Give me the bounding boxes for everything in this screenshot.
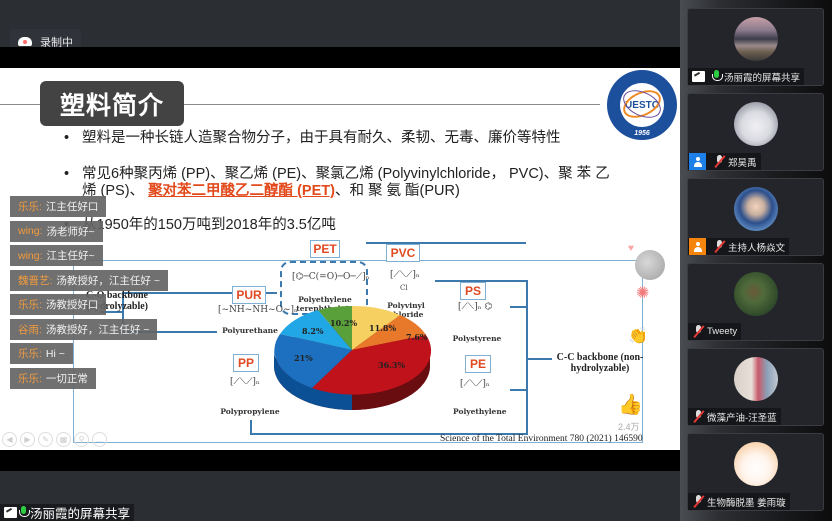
tag-pvc: PVC: [386, 244, 420, 262]
mic-on-icon: [19, 506, 30, 519]
label-pvc: Polyvinyl chloride: [387, 301, 425, 319]
label-ps: Polystyrene: [452, 334, 502, 343]
screen-share-label: 汤丽霞的屏幕共享: [0, 504, 135, 521]
letterbox-top: [0, 47, 680, 68]
avatar: [734, 442, 778, 486]
main-stage: 录制中 塑料简介 UESTC 1956 塑料是一种长链人造聚合物分子，由于具有耐…: [0, 0, 680, 521]
avatar: [734, 17, 778, 61]
avatar: [734, 102, 778, 146]
mic-muted-icon: [693, 325, 704, 338]
pet-highlight: 聚对苯二甲酸乙二醇酯 (PET): [148, 183, 335, 199]
like-count: 2.4万: [618, 422, 640, 432]
grid-icon[interactable]: ▦: [56, 432, 71, 447]
participant-name: 主持人杨焱文: [728, 242, 786, 254]
chat-message: 乐乐:江主任好口: [10, 196, 107, 217]
backbone-left-label: C-O backbone (hydrolyzable): [85, 290, 149, 312]
participant-tile[interactable]: Tweety: [687, 263, 824, 341]
zoom-icon[interactable]: ⚲: [74, 432, 89, 447]
participant-name: 郑昊禹: [728, 157, 757, 169]
title-divider: [0, 104, 600, 105]
heart-hand-icon: ♥: [628, 243, 634, 254]
bullet-list: 塑料是一种长链人造聚合物分子，由于具有耐久、柔韧、无毒、廉价等特性 常见6种聚丙…: [60, 130, 620, 234]
tag-pur: PUR: [232, 286, 266, 304]
participant-tile[interactable]: 汤丽霞的屏幕共享: [687, 8, 824, 86]
participant-tile[interactable]: 微藻产油-汪圣蓝: [687, 348, 824, 426]
avatar: [734, 272, 778, 316]
screen-share-icon: [692, 71, 705, 82]
tag-ps: PS: [460, 282, 486, 300]
letterbox-bottom: [0, 450, 680, 471]
participant-name: Tweety: [707, 326, 738, 337]
pie-chart: 10.2% 11.8% 7.6% 36.3% 21% 8.2%: [272, 304, 432, 429]
participant-sidebar: 汤丽霞的屏幕共享 郑昊禹 主持人杨焱文 Tweety: [680, 0, 832, 521]
firework-icon: ✺: [636, 285, 650, 302]
prev-icon[interactable]: ◀: [2, 432, 17, 447]
backbone-right-label: C-C backbone (non-hydrolyzable): [556, 352, 644, 374]
clap-icon: 👏: [628, 328, 648, 345]
host-icon: [689, 238, 706, 255]
pie-label-pvc: 11.8%: [369, 323, 397, 333]
participant-name: 汤丽霞的屏幕共享: [724, 72, 801, 84]
mic-muted-icon: [714, 240, 725, 253]
member-icon: [689, 153, 706, 170]
tag-pp: PP: [233, 354, 259, 372]
chat-message: 乐乐:一切正常: [10, 367, 96, 389]
mic-muted-icon: [714, 155, 725, 168]
reaction-avatar: [635, 250, 665, 280]
next-icon[interactable]: ▶: [20, 432, 35, 447]
chat-message: wing:江主任好~: [10, 245, 103, 266]
tag-pet: PET: [310, 240, 340, 258]
chat-message: 乐乐:汤教授好口: [10, 294, 107, 315]
chat-message: wing:汤老师好~: [10, 220, 103, 242]
cloud-record-icon: [18, 37, 32, 46]
participant-name: 生物酶脱墨 姜雨璇: [707, 497, 786, 509]
shared-slide: 塑料简介 UESTC 1956 塑料是一种长链人造聚合物分子，由于具有耐久、柔韧…: [0, 68, 680, 450]
chat-message: 谷雨:汤教授好，江主任好 ~: [10, 318, 158, 340]
label-pp: Polypropylene: [220, 407, 280, 416]
pie-label-pet: 10.2%: [330, 318, 358, 328]
like-button[interactable]: 👍: [618, 394, 643, 416]
label-pe: Polyethylene: [453, 407, 507, 416]
label-pur: Polyurethane: [222, 326, 278, 335]
pie-label-pur: 8.2%: [302, 326, 324, 336]
chat-overlay: 乐乐:江主任好口 wing:汤老师好~ wing:江主任好~ 魏晋艺:汤教授好，…: [10, 196, 168, 392]
chat-message: 魏晋艺:汤教授好，江主任好 ~: [10, 269, 168, 291]
pie-label-ps: 7.6%: [406, 332, 428, 342]
logo-year: 1956: [634, 130, 650, 137]
participant-tile[interactable]: 主持人杨焱文: [687, 178, 824, 256]
tag-pe: PE: [465, 355, 491, 373]
uestc-logo: UESTC 1956: [607, 70, 677, 140]
screen-share-icon: [4, 507, 17, 518]
pen-icon[interactable]: ✎: [38, 432, 53, 447]
more-icon[interactable]: …: [92, 432, 107, 447]
participant-name: 微藻产油-汪圣蓝: [707, 412, 777, 424]
slide-title: 塑料简介: [40, 81, 184, 126]
chat-message: 乐乐:Hi ~: [10, 343, 73, 364]
mic-muted-icon: [693, 410, 704, 423]
slide-controls: ◀ ▶ ✎ ▦ ⚲ …: [2, 432, 107, 447]
avatar: [734, 357, 778, 401]
recording-label: 录制中: [40, 36, 73, 49]
mic-on-icon: [712, 70, 723, 83]
participant-tile[interactable]: 郑昊禹: [687, 93, 824, 171]
citation: Science of the Total Environment 780 (20…: [440, 434, 643, 444]
diagram-frame: [73, 260, 643, 443]
avatar: [734, 187, 778, 231]
bullet-item: 塑料是一种长链人造聚合物分子，由于具有耐久、柔韧、无毒、廉价等特性: [60, 130, 620, 147]
pie-label-pp: 21%: [294, 353, 313, 363]
mic-muted-icon: [693, 495, 704, 508]
participant-tile[interactable]: 生物酶脱墨 姜雨璇: [687, 433, 824, 511]
logo-text: UESTC: [625, 99, 659, 111]
pie-label-pe: 36.3%: [378, 360, 406, 370]
bullet-item: 常见6种聚丙烯 (PP)、聚乙烯 (PE)、聚氯乙烯 (Polyvinylchl…: [60, 166, 620, 200]
